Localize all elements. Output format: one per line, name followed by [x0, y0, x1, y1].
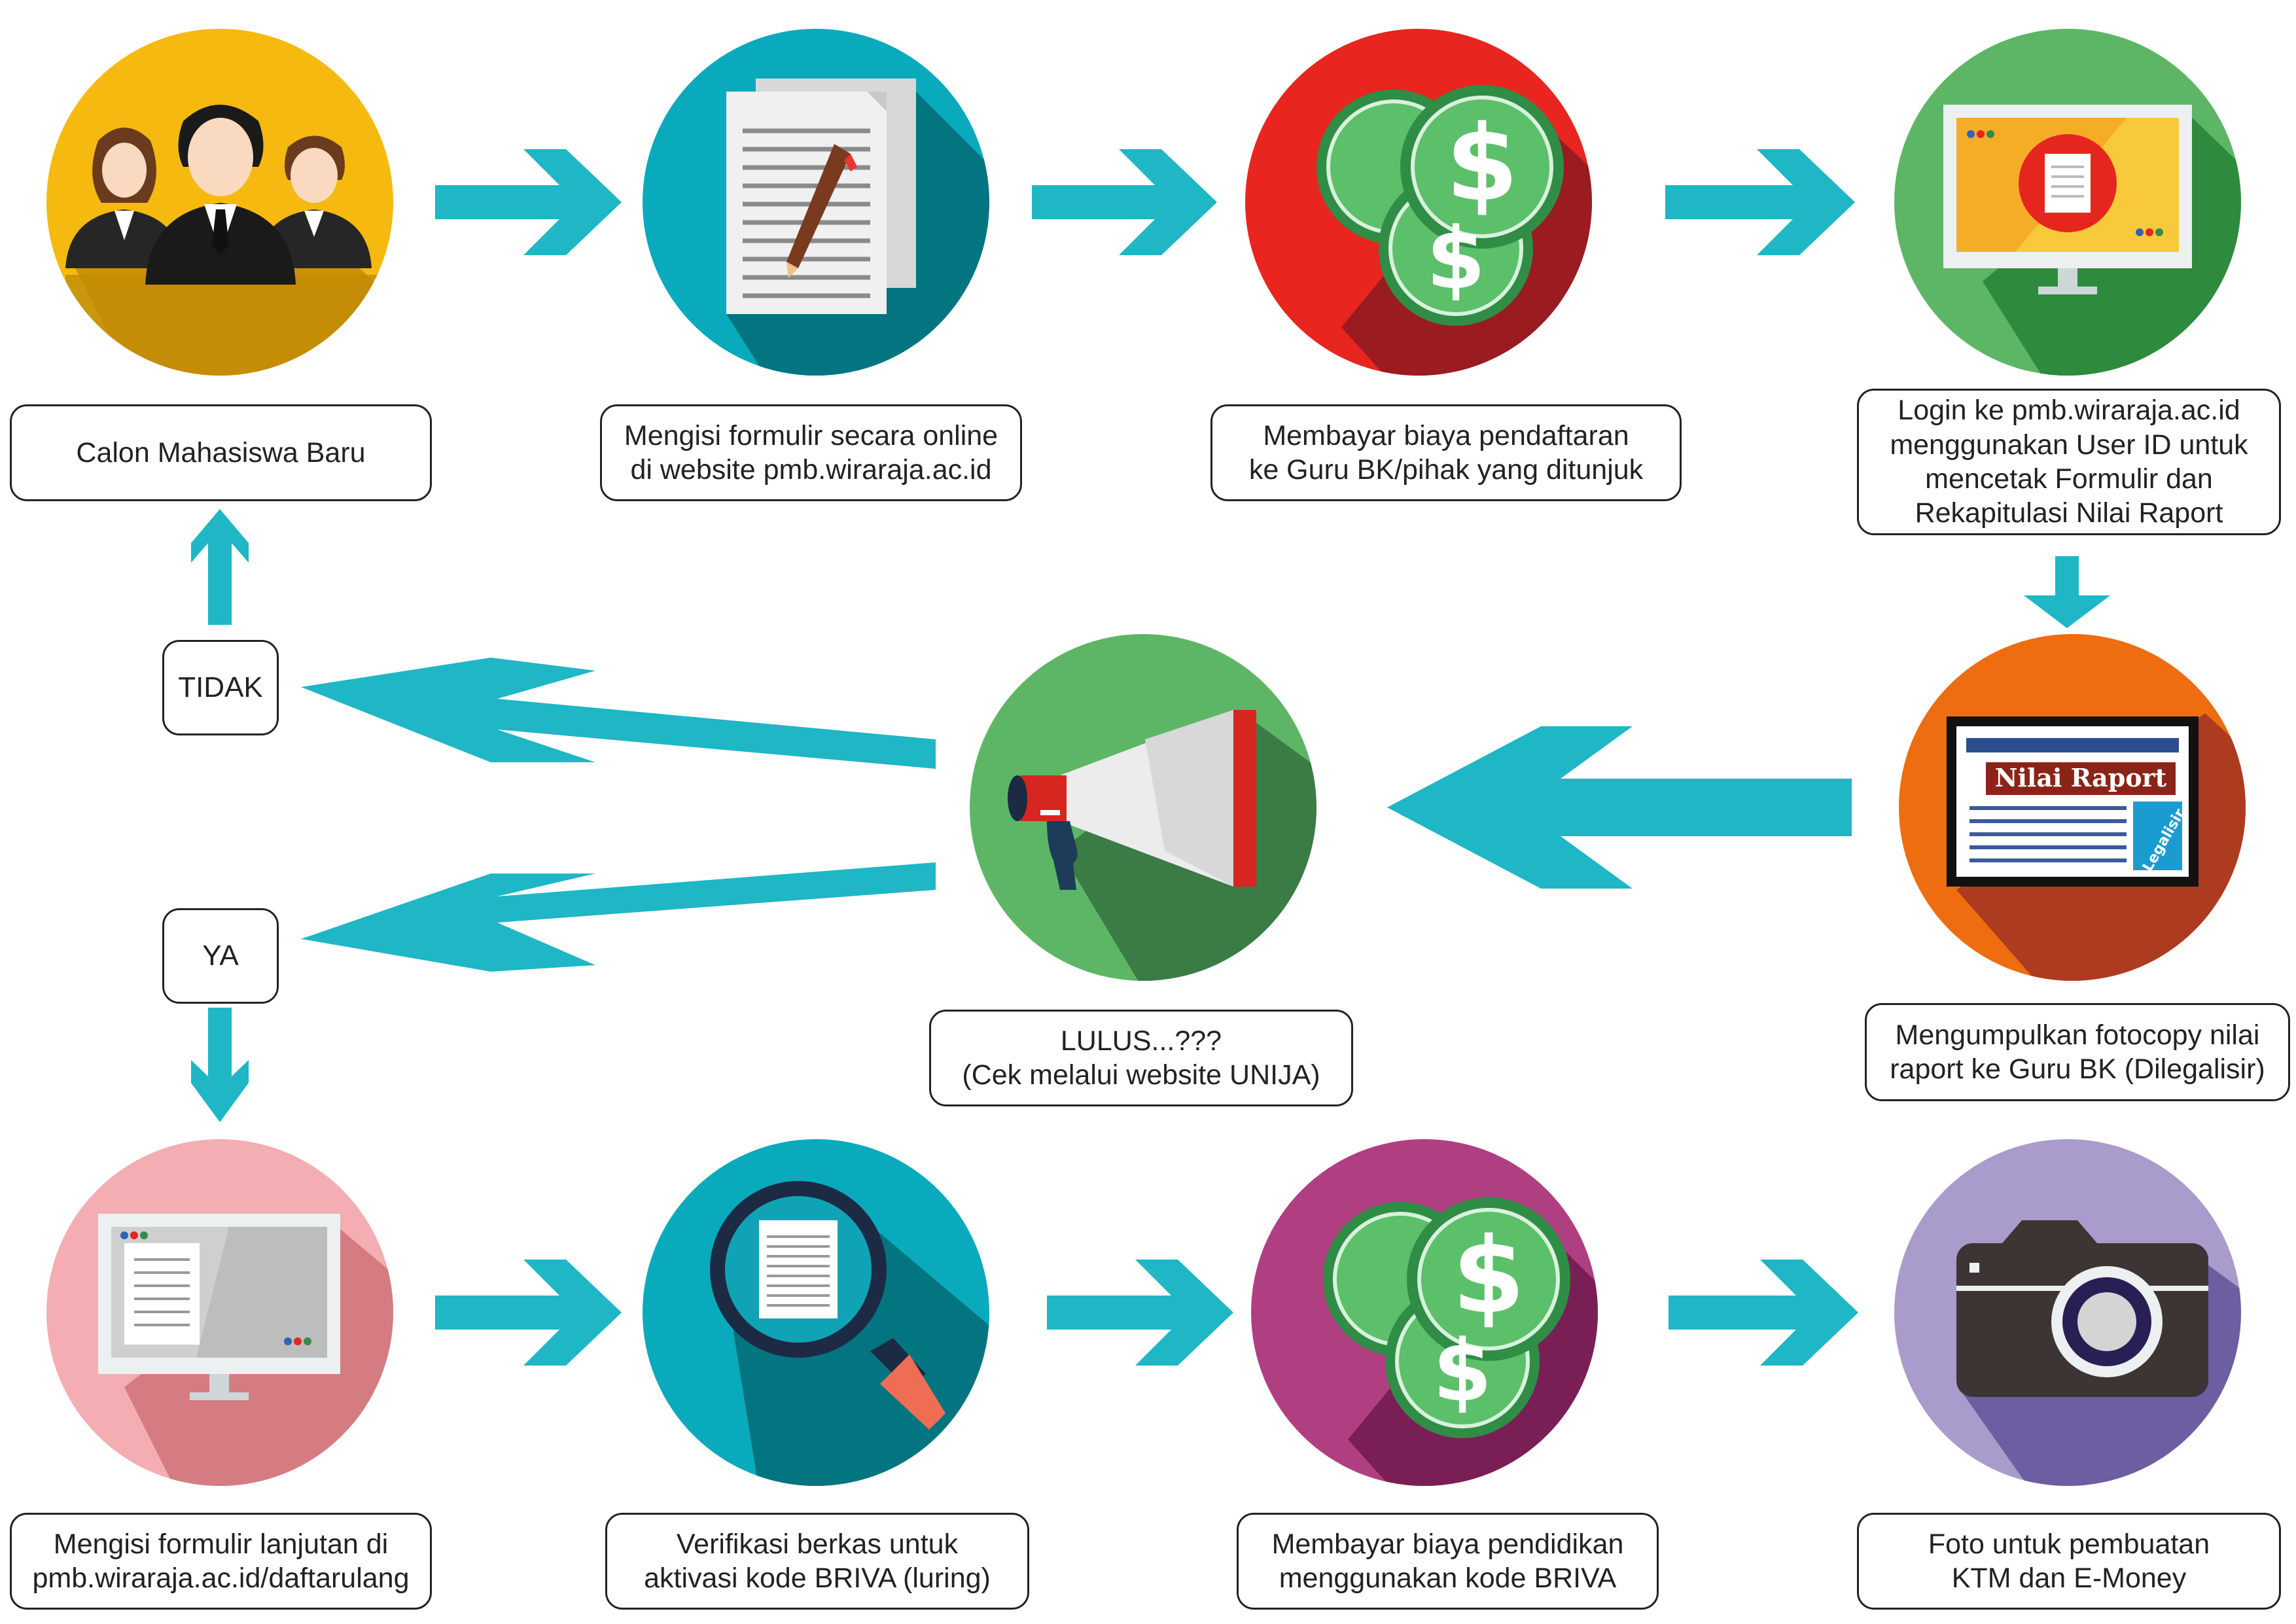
arrow-left-ya — [301, 862, 936, 972]
arrow-right-5 — [1047, 1260, 1233, 1366]
report-card-icon: Nilai Raport Legalisir — [1947, 716, 2199, 887]
megaphone-icon — [1008, 710, 1256, 890]
arrow-right-6 — [1669, 1260, 1858, 1366]
svg-text:$: $ — [1445, 102, 1518, 224]
svg-text:$: $ — [1452, 1214, 1525, 1337]
monitor-form-icon — [98, 1214, 340, 1400]
step3-circle: $ $ — [1245, 29, 1592, 376]
arrow-right-4 — [435, 1260, 622, 1366]
arrow-left-big — [1387, 726, 1852, 889]
step5-circle: Nilai Raport Legalisir — [1899, 634, 2246, 981]
arrows — [191, 149, 2110, 1366]
magnifier-document-icon — [710, 1181, 945, 1430]
arrow-right-1 — [435, 149, 622, 255]
step8-label: Verifikasi berkas untuk aktivasi kode BR… — [605, 1513, 1029, 1610]
step8-circle — [643, 1139, 989, 1486]
arrow-left-tidak — [301, 658, 936, 769]
money-coins-icon: $ $ — [1323, 1197, 1570, 1438]
money-coins-icon: $ $ — [1316, 85, 1564, 326]
step4-circle — [1894, 29, 2241, 376]
monitor-document-icon — [1943, 105, 2192, 294]
step10-label: Foto untuk pembuatan KTM dan E-Money — [1857, 1513, 2281, 1610]
step2-circle — [643, 29, 989, 376]
svg-text:$: $ — [1433, 1321, 1492, 1421]
step10-circle — [1894, 1139, 2241, 1486]
arrow-down-2 — [191, 1008, 249, 1122]
decision-yes-label: YA — [162, 908, 279, 1004]
step1-label: Calon Mahasiswa Baru — [10, 404, 432, 501]
report-card-title: Nilai Raport — [1995, 763, 2167, 792]
step7-label: Mengisi formulir lanjutan di pmb.wiraraj… — [10, 1513, 432, 1610]
step2-label: Mengisi formulir secara online di websit… — [600, 404, 1022, 501]
arrow-up-1 — [191, 509, 249, 625]
step9-label: Membayar biaya pendidikan menggunakan ko… — [1237, 1513, 1659, 1610]
people-icon — [65, 105, 372, 285]
arrow-down-1 — [2024, 556, 2110, 628]
step7-circle — [46, 1139, 393, 1486]
svg-text:$: $ — [1426, 209, 1485, 308]
step1-circle — [46, 29, 393, 376]
camera-icon — [1956, 1220, 2208, 1397]
step6-label: LULUS...??? (Cek melalui website UNIJA) — [929, 1010, 1353, 1106]
decision-no-label: TIDAK — [162, 640, 279, 735]
step3-label: Membayar biaya pendaftaran ke Guru BK/pi… — [1210, 404, 1682, 501]
arrow-right-3 — [1665, 149, 1855, 255]
arrow-right-2 — [1032, 149, 1217, 255]
step6-circle — [970, 634, 1316, 981]
step4-label: Login ke pmb.wiraraja.ac.id menggunakan … — [1857, 389, 2281, 535]
form-document-icon — [726, 79, 916, 314]
step9-circle: $ $ — [1251, 1139, 1598, 1486]
step5-label: Mengumpulkan fotocopy nilai raport ke Gu… — [1865, 1003, 2290, 1101]
